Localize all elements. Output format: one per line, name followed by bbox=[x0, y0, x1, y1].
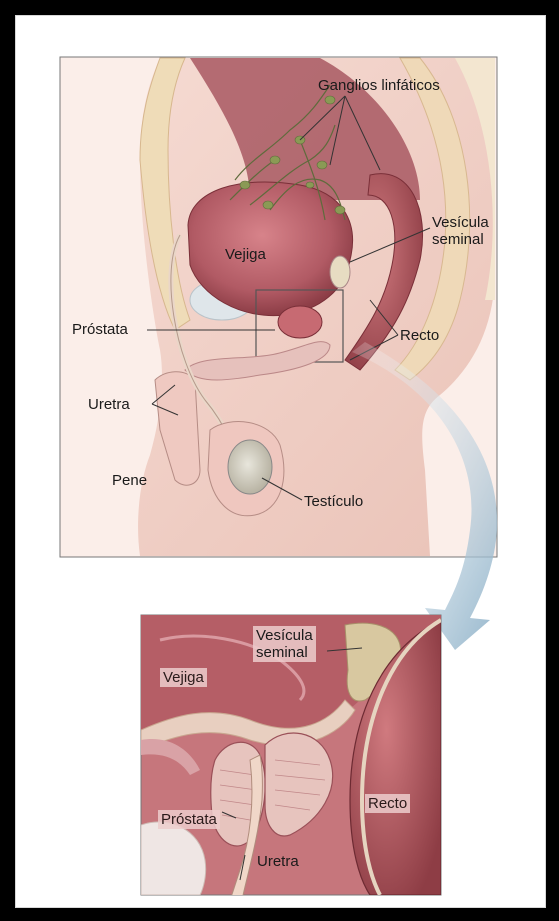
prostate bbox=[278, 306, 322, 338]
label-seminal-vesicle-line2: seminal bbox=[432, 231, 489, 248]
label-prostate: Próstata bbox=[72, 322, 128, 337]
label-penis: Pene bbox=[112, 473, 147, 488]
label-bladder-detail: Vejiga bbox=[160, 668, 207, 687]
label-prostate-detail: Próstata bbox=[158, 810, 220, 829]
testicle bbox=[228, 440, 272, 494]
label-urethra: Uretra bbox=[88, 397, 130, 412]
label-urethra-detail: Uretra bbox=[257, 854, 299, 869]
label-seminal-vesicle-detail: Vesícula seminal bbox=[253, 626, 316, 662]
label-bladder: Vejiga bbox=[225, 247, 266, 262]
label-seminal-vesicle-detail-line2: seminal bbox=[256, 644, 313, 661]
label-seminal-vesicle-detail-line1: Vesícula bbox=[256, 627, 313, 644]
label-seminal-vesicle-line1: Vesícula bbox=[432, 214, 489, 231]
label-rectum-detail: Recto bbox=[365, 794, 410, 813]
label-rectum: Recto bbox=[400, 328, 439, 343]
top-figure bbox=[60, 57, 497, 650]
label-lymph-nodes: Ganglios linfáticos bbox=[318, 78, 440, 93]
label-testicle: Testículo bbox=[304, 494, 363, 509]
label-seminal-vesicle: Vesícula seminal bbox=[432, 214, 489, 248]
